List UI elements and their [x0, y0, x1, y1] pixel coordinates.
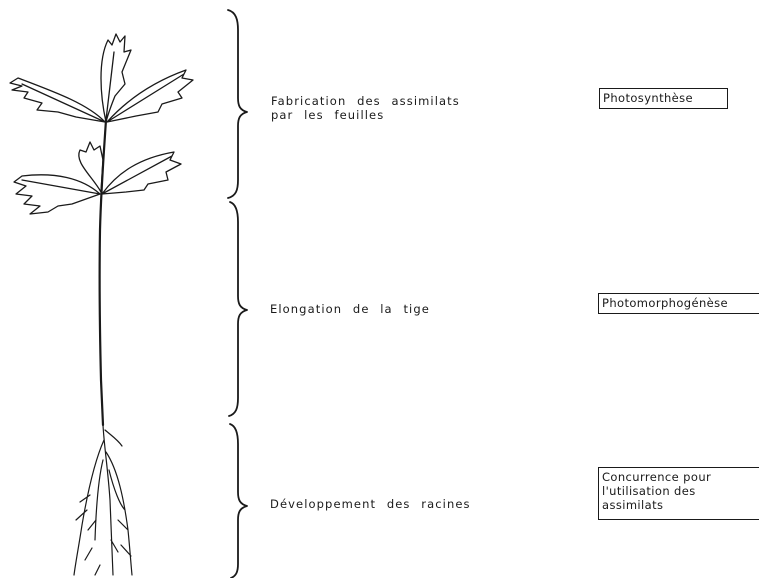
leaf-top-right — [107, 70, 193, 122]
leaf-mid-left — [14, 175, 100, 214]
process-box-photosynthesis: Photosynthèse — [599, 88, 728, 109]
leaf-mid-right — [102, 152, 181, 194]
plant-roots — [74, 425, 132, 575]
brace-roots — [230, 424, 247, 578]
brace-stem — [229, 202, 247, 416]
leaf-top-left — [10, 78, 105, 122]
description-roots: Développement des racines — [270, 497, 530, 511]
description-leaves: Fabrication des assimilats par les feuil… — [271, 94, 491, 122]
description-stem: Elongation de la tige — [270, 302, 490, 316]
process-box-competition: Concurrence pour l'utilisation des assim… — [598, 467, 759, 520]
brace-leaves — [228, 10, 247, 198]
process-box-photomorphogenesis: Photomorphogénèse — [598, 293, 759, 314]
braces — [228, 10, 247, 578]
leaf-mid-center — [79, 142, 103, 192]
plant-illustration — [10, 34, 193, 575]
leaf-top-center — [101, 34, 131, 122]
